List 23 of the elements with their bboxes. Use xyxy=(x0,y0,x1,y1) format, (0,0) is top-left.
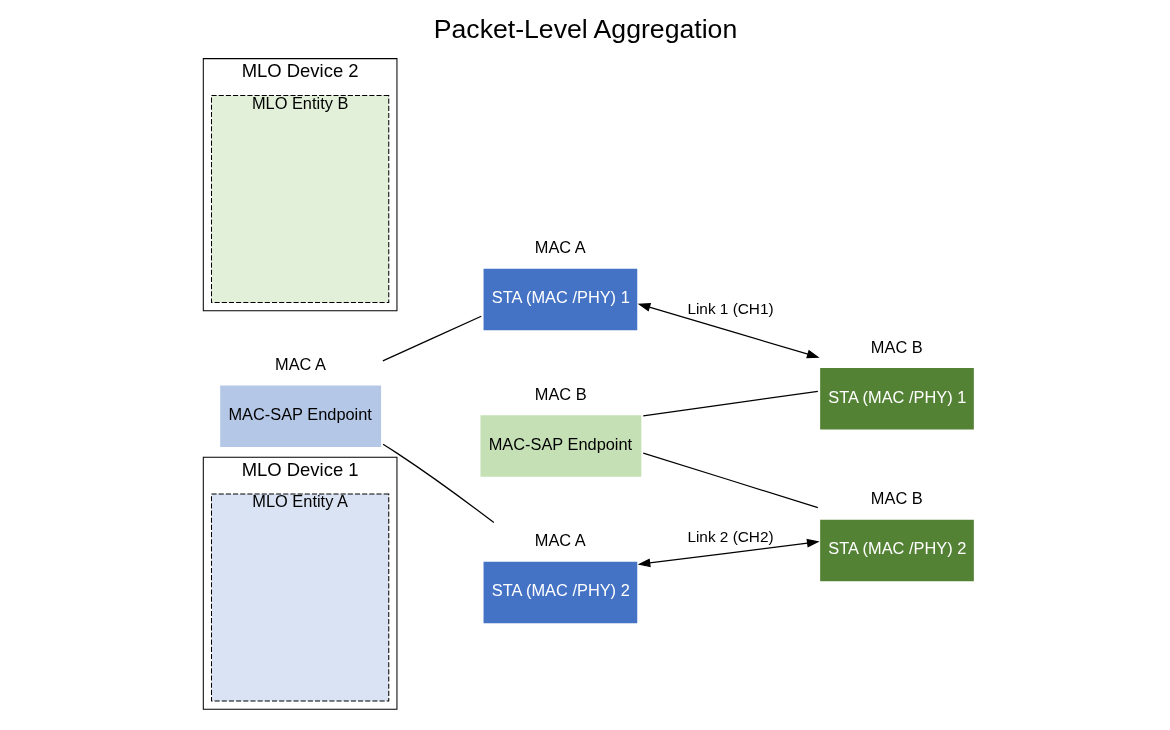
node-box: STA (MAC /PHY) 2 xyxy=(483,561,637,624)
connector xyxy=(642,390,818,417)
edge-label: Link 2 (CH2) xyxy=(686,528,774,546)
diagram-title: Packet-Level Aggregation xyxy=(433,13,737,44)
arrow xyxy=(637,302,820,359)
connector xyxy=(381,443,494,524)
node-box: STA (MAC /PHY) 1 xyxy=(483,268,637,331)
connector xyxy=(381,315,482,362)
node-label: MAC B xyxy=(534,384,587,403)
node-label: MAC A xyxy=(534,238,586,257)
node-box: MAC-SAP Endpoint xyxy=(219,385,381,447)
node-label: MAC A xyxy=(274,354,326,373)
node-label: MAC A xyxy=(534,531,586,550)
node-box: MLO Entity A xyxy=(210,493,389,702)
arrow xyxy=(637,538,820,568)
node-box: MAC-SAP Endpoint xyxy=(479,415,641,477)
node-label: MAC B xyxy=(870,337,923,356)
node-box: MLO Entity B xyxy=(210,95,389,303)
node-label: MAC B xyxy=(870,489,923,508)
node-box: STA (MAC /PHY) 2 xyxy=(819,519,974,582)
node-box: STA (MAC /PHY) 1 xyxy=(819,368,974,430)
edge-label: Link 1 (CH1) xyxy=(686,299,774,317)
connector xyxy=(642,452,818,509)
